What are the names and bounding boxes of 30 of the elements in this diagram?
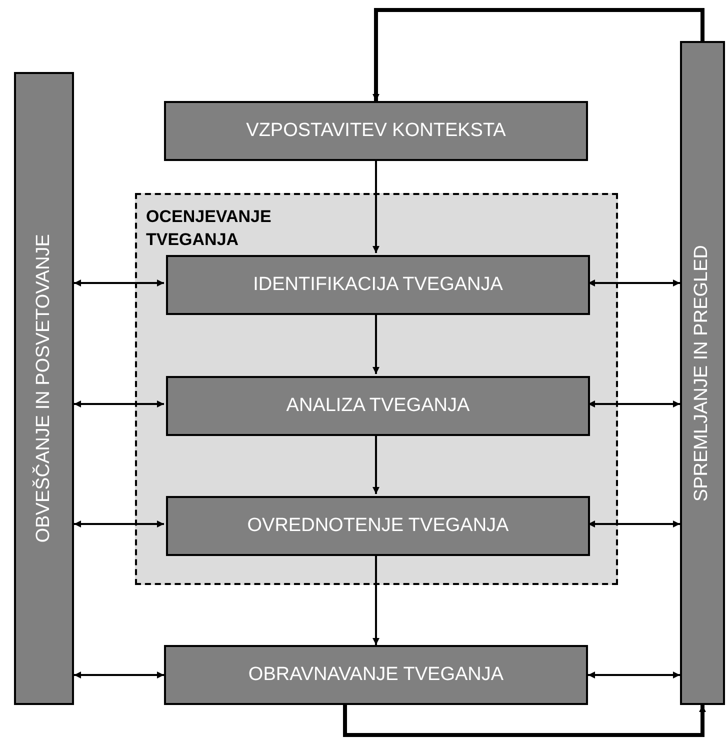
arrow — [74, 672, 164, 678]
process-label: OBRAVNAVANJE TVEGANJA — [248, 662, 504, 687]
group-heading: OCENJEVANJE TVEGANJA — [146, 206, 272, 251]
process-box — [164, 645, 588, 705]
arrow — [372, 313, 380, 374]
process-label: IDENTIFIKACIJA TVEGANJA — [253, 272, 503, 297]
arrow — [588, 280, 680, 286]
process-box — [166, 376, 590, 436]
process-box — [166, 496, 590, 556]
arrow — [372, 8, 704, 101]
vertical-process-bar — [14, 72, 74, 705]
process-label: VZPOSTAVITEV KONTEKSTA — [246, 118, 506, 143]
arrow — [588, 400, 680, 408]
arrow — [588, 672, 680, 678]
bar-label: SPREMLJANJE IN PREGLED — [690, 244, 714, 502]
arrow — [372, 554, 380, 645]
process-label: OVREDNOTENJE TVEGANJA — [247, 514, 509, 538]
process-label: ANALIZA TVEGANJA — [286, 394, 470, 418]
arrow — [372, 161, 380, 253]
process-box — [166, 255, 590, 315]
arrow — [74, 400, 164, 408]
vertical-process-bar — [680, 41, 725, 705]
process-box — [164, 101, 588, 161]
dashed-group-frame — [135, 193, 618, 585]
arrow — [74, 280, 164, 286]
arrow — [74, 520, 164, 528]
arrow — [372, 434, 380, 494]
arrow — [588, 520, 680, 528]
arrow — [343, 705, 706, 737]
bar-label: OBVEŠČANJE IN POSVETOVANJE — [31, 234, 55, 543]
